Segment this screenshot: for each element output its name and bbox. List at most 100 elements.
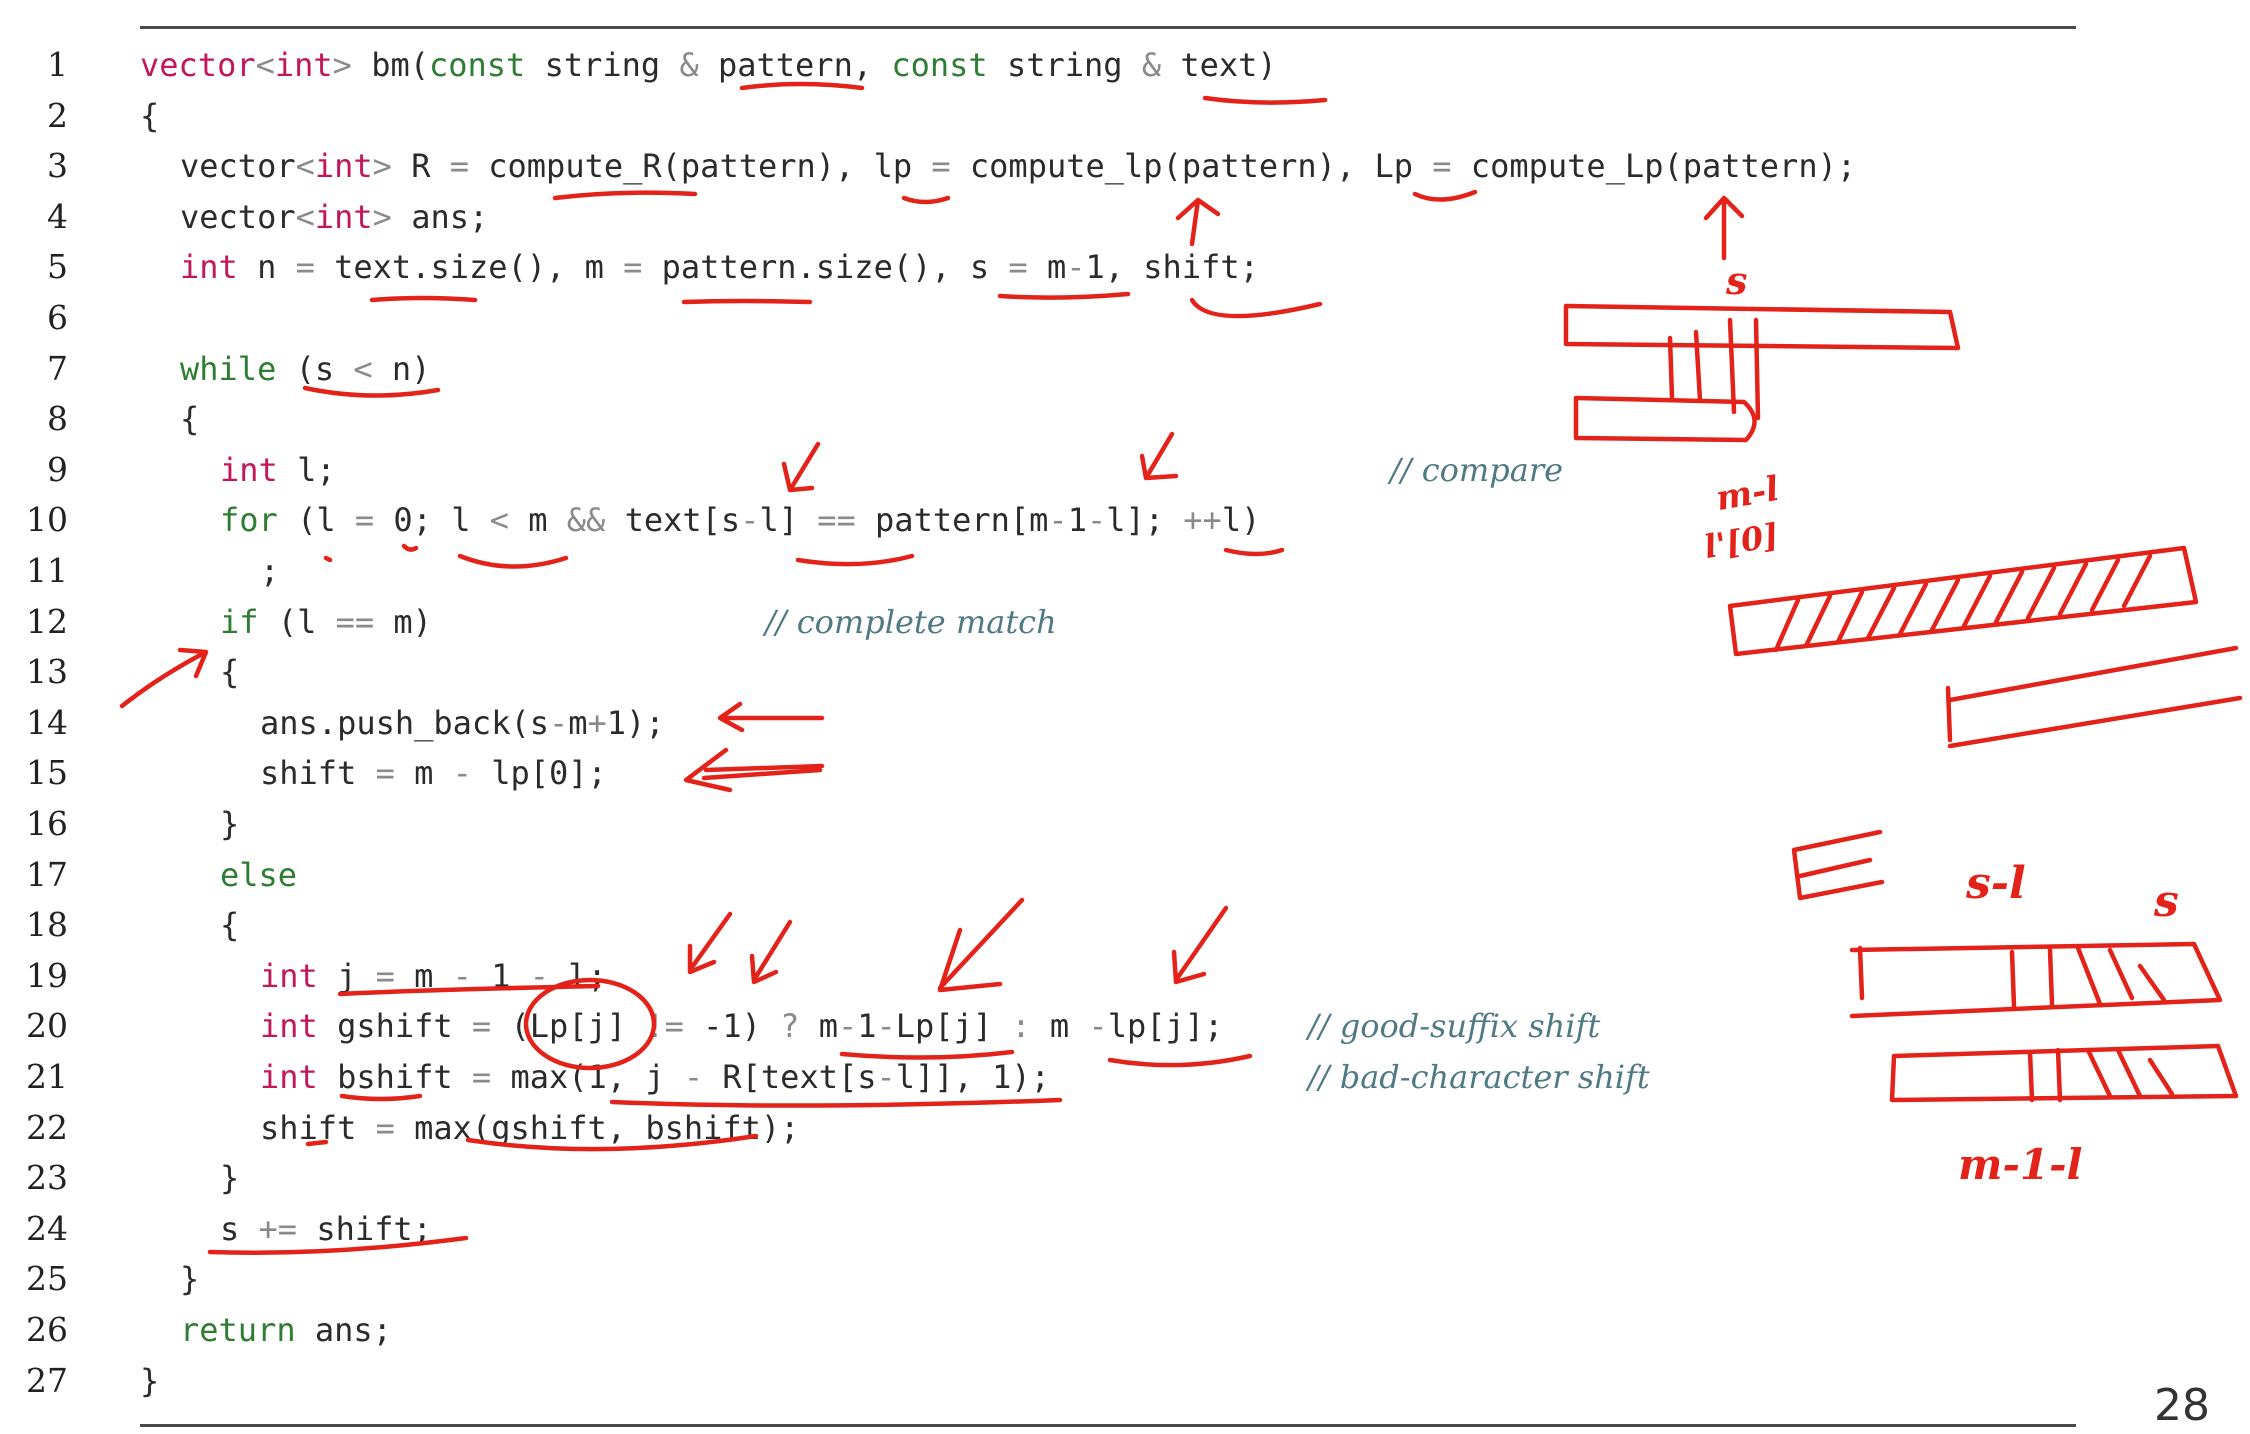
- code-token: =: [623, 248, 662, 287]
- code-text: int l;: [220, 445, 336, 495]
- code-text: shift = max(gshift, bshift);: [260, 1103, 799, 1153]
- code-line: 18{: [0, 900, 1900, 950]
- code-token: 1: [857, 1007, 877, 1046]
- code-token: m: [818, 1007, 838, 1046]
- code-token: for: [220, 501, 278, 540]
- diagram-text-bar-2: [1849, 941, 2223, 1019]
- code-text: int gshift = (Lp[j] != -1) ? m-1-Lp[j] :…: [260, 1001, 1223, 1051]
- line-number: 25: [26, 1259, 68, 1299]
- code-token: (s: [276, 349, 354, 388]
- code-token: <: [353, 349, 392, 388]
- code-token: text): [1180, 46, 1277, 84]
- line-number: 12: [26, 601, 68, 641]
- code-comment: // bad-character shift: [1308, 1058, 1650, 1096]
- code-token: vector: [180, 197, 296, 236]
- code-text: shift = m - lp[0];: [260, 748, 607, 798]
- code-token: pattern.size(), s: [661, 248, 1009, 287]
- code-token: {: [140, 96, 160, 135]
- line-number: 13: [26, 652, 68, 692]
- code-token: const: [428, 46, 526, 84]
- code-token: else: [220, 855, 298, 894]
- line-number: 27: [26, 1360, 68, 1400]
- line-number: 6: [47, 298, 68, 337]
- code-token: ?: [780, 1007, 819, 1046]
- code-line: 14 ans.push_back(s-m+1);: [0, 698, 1900, 748]
- line-number: 24: [26, 1208, 68, 1248]
- code-token: m: [1049, 1007, 1089, 1046]
- top-rule: [140, 26, 2076, 29]
- code-token: <: [489, 501, 529, 540]
- code-token: -: [548, 703, 569, 742]
- line-number: 14: [26, 702, 68, 742]
- code-token: text[s: [624, 501, 741, 540]
- code-token: =: [1008, 248, 1047, 287]
- code-token: ans;: [411, 197, 489, 236]
- code-token: -: [529, 956, 569, 995]
- code-line: 17 else: [0, 850, 1900, 900]
- code-text: {: [180, 394, 199, 444]
- code-token: !=: [645, 1007, 704, 1046]
- diagram-pattern-bar-2: [1889, 1043, 2239, 1103]
- line-number: 17: [26, 854, 68, 894]
- diagram-pattern-bar-2-ticks: [2027, 1047, 2175, 1103]
- code-text: }: [180, 1254, 199, 1304]
- code-line: 11;: [0, 546, 1900, 596]
- handwritten-m1l: m-1-l: [1958, 1140, 2083, 1189]
- code-comment: // good-suffix shift: [1308, 1007, 1601, 1046]
- line-number: 23: [26, 1158, 68, 1198]
- code-token: <: [295, 197, 315, 236]
- bottom-rule: [140, 1424, 2076, 1427]
- line-number: 7: [47, 348, 68, 388]
- code-line: 23}: [0, 1153, 1900, 1203]
- code-token: int: [180, 248, 238, 287]
- code-token: lp[0];: [491, 754, 607, 793]
- code-token: -: [1086, 501, 1107, 540]
- code-token: int: [220, 450, 278, 489]
- code-token: R[text[s: [722, 1058, 877, 1096]
- diagram-text-bar-2-ticks: [2009, 945, 2167, 1009]
- code-text: int j = m - 1 - l;: [260, 951, 607, 1001]
- code-token: 0; l: [393, 501, 490, 540]
- handwritten-s-bottom: s: [2154, 876, 2179, 927]
- code-token: ==: [335, 602, 394, 641]
- code-token: const: [891, 46, 988, 84]
- code-token: shift;: [316, 1209, 432, 1248]
- code-token: }: [220, 805, 240, 843]
- code-token: =: [295, 248, 335, 287]
- line-number: 1: [47, 45, 68, 84]
- code-line: 2{: [0, 91, 1900, 141]
- code-token: (l: [258, 602, 336, 641]
- line-number: 15: [26, 753, 68, 793]
- code-token: }: [220, 1159, 240, 1198]
- page-number: 28: [2154, 1380, 2210, 1431]
- code-token: -1): [703, 1007, 781, 1046]
- code-line: 6: [0, 293, 1900, 343]
- code-text: else: [220, 850, 297, 900]
- code-text: ans.push_back(s-m+1);: [260, 698, 665, 748]
- code-token: 1);: [606, 703, 665, 742]
- code-token: compute_R(pattern), lp: [488, 147, 932, 186]
- code-text: return ans;: [180, 1305, 392, 1355]
- code-token: int: [274, 46, 333, 84]
- code-token: (Lp[j]: [510, 1007, 646, 1046]
- code-token: {: [180, 400, 200, 439]
- code-token: n: [237, 248, 296, 287]
- code-token: ==: [817, 501, 876, 540]
- code-token: compute_lp(pattern), Lp: [969, 147, 1433, 186]
- code-token: -: [452, 754, 492, 793]
- code-token: }: [140, 1361, 160, 1400]
- code-text: }: [220, 1153, 239, 1203]
- code-token: }: [180, 1260, 200, 1299]
- code-text: vector<int> ans;: [180, 192, 488, 242]
- code-token: m: [414, 956, 453, 995]
- code-token: pattern,: [717, 46, 892, 84]
- code-token: {: [220, 653, 240, 692]
